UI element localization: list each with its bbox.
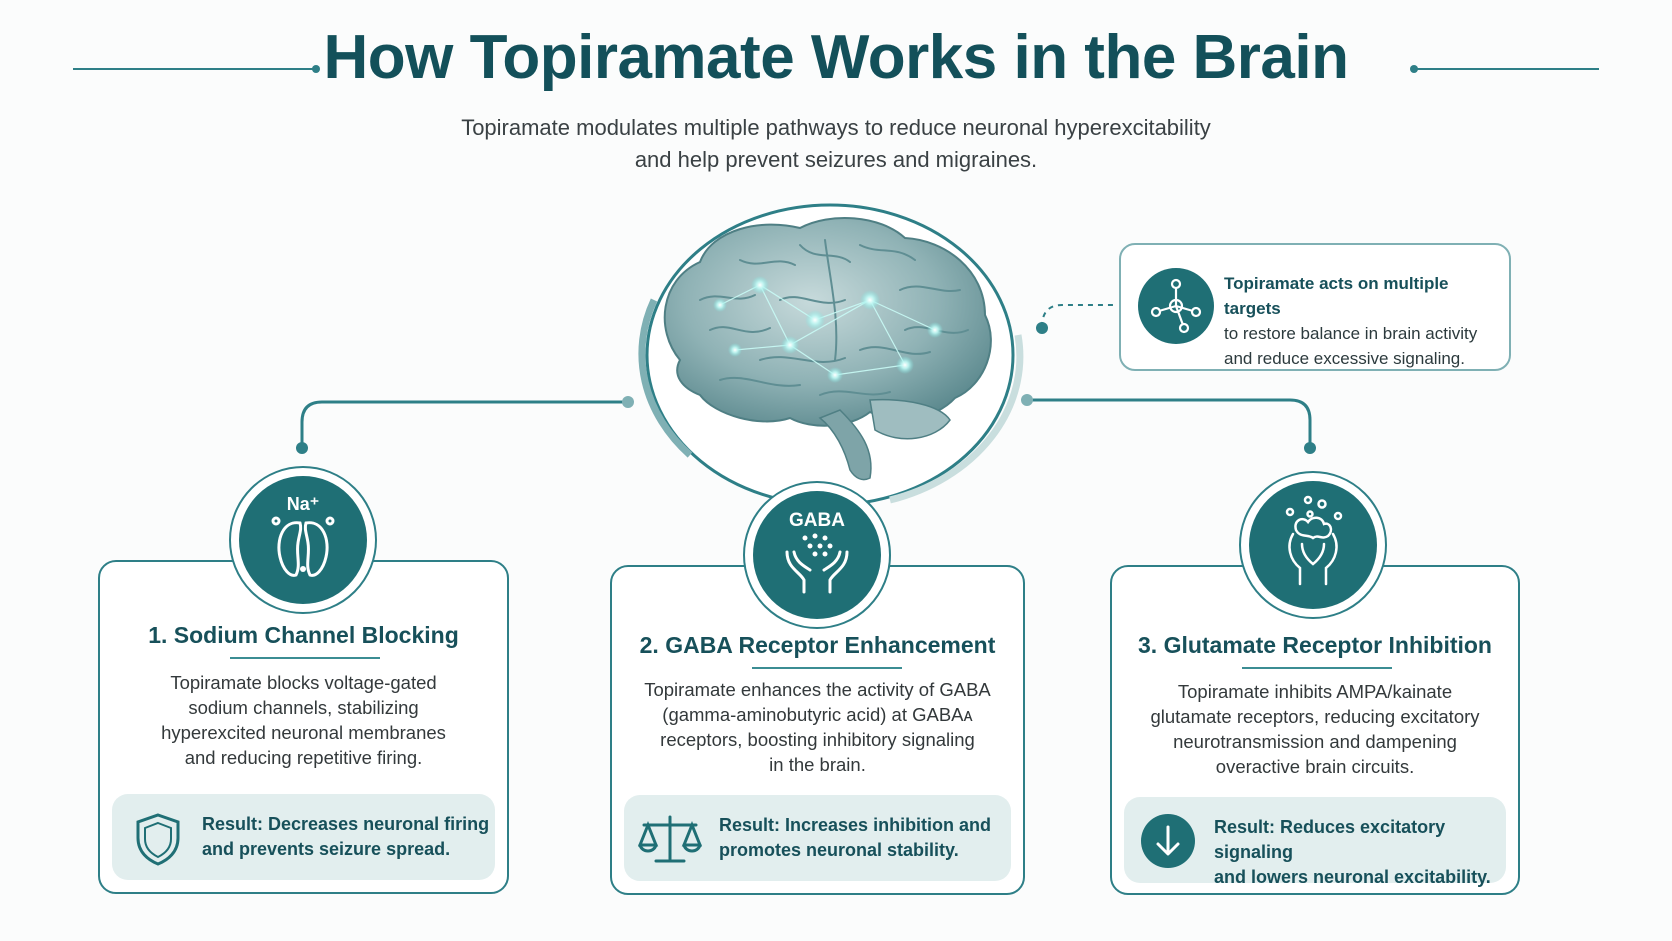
title-rule-left-dot (312, 65, 320, 73)
subtitle-line-2: and help prevent seizures and migraines. (634, 147, 1038, 172)
result-line: and prevents seizure spread. (202, 839, 451, 859)
result-text: Result: Increases inhibition and promote… (719, 813, 991, 863)
card-description: Topiramate inhibits AMPA/kainate glutama… (1132, 679, 1498, 779)
page-subtitle: Topiramate modulates multiple pathways t… (336, 112, 1336, 176)
result-text: Result: Reduces excitatory signaling and… (1214, 815, 1506, 890)
result-line: promotes neuronal stability. (719, 840, 959, 860)
card-text-line: receptors, boosting inhibitory signaling (660, 729, 975, 750)
connector-left-start (622, 396, 634, 408)
result-text: Result: Decreases neuronal firing and pr… (202, 812, 489, 862)
gaba-receptor-icon: GABA (743, 481, 891, 629)
brain-ring-accent-left (638, 298, 693, 458)
subtitle-line-1: Topiramate modulates multiple pathways t… (461, 115, 1211, 140)
card-title-rule (230, 657, 380, 659)
card-title: 1. Sodium Channel Blocking (148, 622, 459, 648)
title-rule-right (1417, 68, 1599, 70)
title-rule-left (73, 68, 315, 70)
connector-right-start (1021, 394, 1033, 406)
page-title: How Topiramate Works in the Brain (323, 23, 1349, 92)
card-text-line: and reducing repetitive firing. (184, 747, 423, 768)
note-line-3: and reduce excessive signaling. (1224, 349, 1465, 368)
card-text-line: Topiramate inhibits AMPA/kainate (1177, 681, 1453, 702)
result-box: Result: Decreases neuronal firing and pr… (112, 794, 495, 880)
connector-left-end (296, 442, 308, 454)
molecule-icon (1138, 268, 1214, 344)
card-text-line: in the brain. (769, 754, 866, 775)
gaba-label: GABA (789, 510, 845, 531)
arrow-down-icon (1141, 814, 1195, 868)
card-text-line: sodium channels, stabilizing (188, 697, 419, 718)
card-text-line: glutamate receptors, reducing excitatory (1150, 706, 1480, 727)
result-line: and lowers neuronal excitability. (1214, 867, 1491, 887)
card-title: 3. Glutamate Receptor Inhibition (1138, 632, 1492, 658)
card-description: Topiramate enhances the activity of GABA… (622, 677, 1013, 777)
note-text: Topiramate acts on multiple targets to r… (1224, 271, 1504, 371)
brain-icon (663, 217, 992, 481)
connector-right (1027, 398, 1312, 445)
card-sodium-channel: 1. Sodium Channel Blocking Topiramate bl… (98, 560, 509, 894)
note-callout: Topiramate acts on multiple targets to r… (1119, 243, 1511, 371)
card-text-line: Topiramate blocks voltage-gated (170, 672, 437, 693)
brain-ring-accent-right (889, 334, 1024, 504)
result-box: Result: Reduces excitatory signaling and… (1124, 797, 1506, 887)
note-bold: Topiramate acts on multiple targets (1224, 274, 1449, 318)
result-box: Result: Increases inhibition and promote… (624, 795, 1011, 881)
glutamate-receptor-icon (1239, 471, 1387, 619)
card-title: 2. GABA Receptor Enhancement (639, 632, 996, 658)
card-text-line: (gamma-aminobutyric acid) at GABAᴀ (662, 704, 973, 725)
scales-icon (638, 815, 702, 863)
card-title-rule (1242, 667, 1392, 669)
connector-right-end (1304, 442, 1316, 454)
sodium-channel-icon: Na⁺ (229, 466, 377, 614)
title-rule-right-dot (1410, 65, 1418, 73)
card-text-line: Topiramate enhances the activity of GABA (644, 679, 991, 700)
connector-note-dot (1036, 322, 1048, 334)
result-line: Result: Increases inhibition and (719, 815, 992, 835)
note-line-2: to restore balance in brain activity (1224, 324, 1478, 343)
card-text-line: hyperexcited neuronal membranes (161, 722, 446, 743)
card-description: Topiramate blocks voltage-gated sodium c… (120, 670, 487, 770)
shield-icon (136, 813, 180, 866)
card-title-rule (752, 667, 902, 669)
card-text-line: neurotransmission and dampening (1173, 731, 1457, 752)
connector-note (1041, 304, 1117, 328)
card-glutamate-receptor: 3. Glutamate Receptor Inhibition Topiram… (1110, 565, 1520, 895)
sodium-label: Na⁺ (287, 494, 320, 514)
result-line: Result: Reduces excitatory signaling (1214, 817, 1446, 862)
card-text-line: overactive brain circuits. (1215, 756, 1415, 777)
result-line: Result: Decreases neuronal firing (202, 814, 490, 834)
connector-left (300, 400, 628, 445)
